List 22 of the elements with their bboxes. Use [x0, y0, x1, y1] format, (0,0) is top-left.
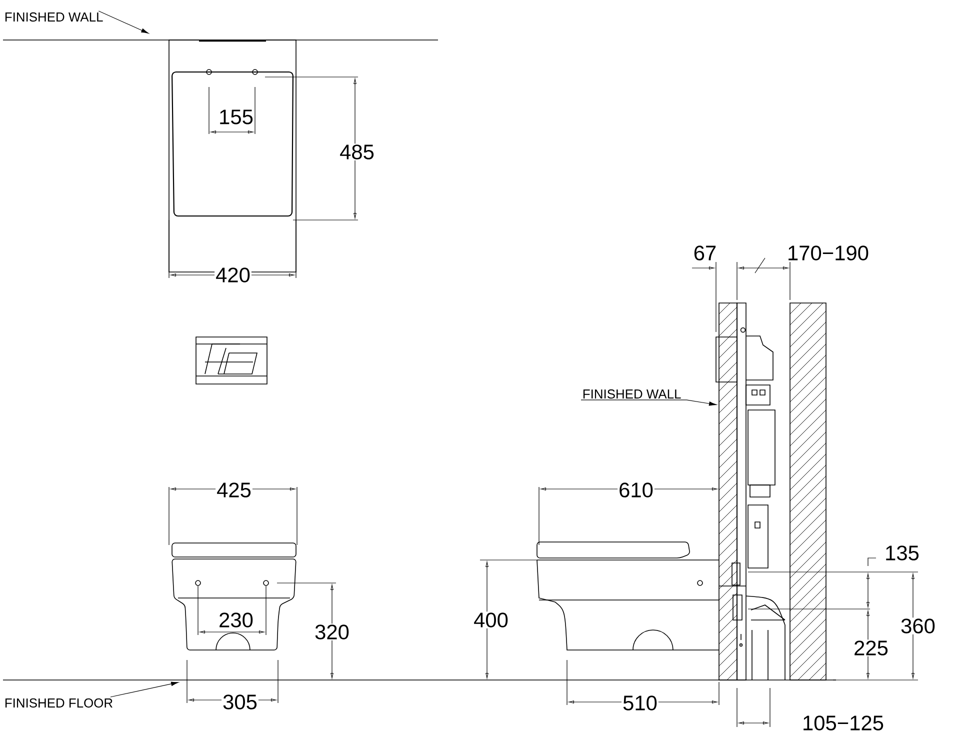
wall-label: FINISHED WALL [5, 12, 103, 22]
leader-line [580, 400, 716, 406]
wall-label: FINISHED WALL [583, 389, 681, 399]
leader-line [98, 10, 149, 34]
dimension-label: 170−190 [786, 244, 870, 262]
dimension-label: 400 [472, 612, 510, 628]
dimension-label: 105−125 [801, 714, 886, 732]
dimension-label: 305 [222, 694, 258, 710]
dimension-label: 610 [618, 482, 654, 498]
dimension-label: 225 [852, 640, 890, 656]
leader-line [110, 682, 179, 698]
dimension-label: 67 [692, 244, 718, 262]
wall-label: FINISHED FLOOR [5, 698, 112, 708]
dimension-label: 510 [622, 694, 658, 712]
dimension-label: 155 [218, 108, 254, 126]
dimension-label: 485 [338, 144, 376, 160]
dimension-label: 230 [218, 612, 254, 628]
dimension-label: 420 [214, 266, 252, 284]
dimension-label: 360 [900, 618, 936, 634]
dimension-label: 135 [884, 544, 920, 562]
dimension-label: 320 [314, 624, 350, 640]
dimension-label: 425 [216, 482, 252, 498]
